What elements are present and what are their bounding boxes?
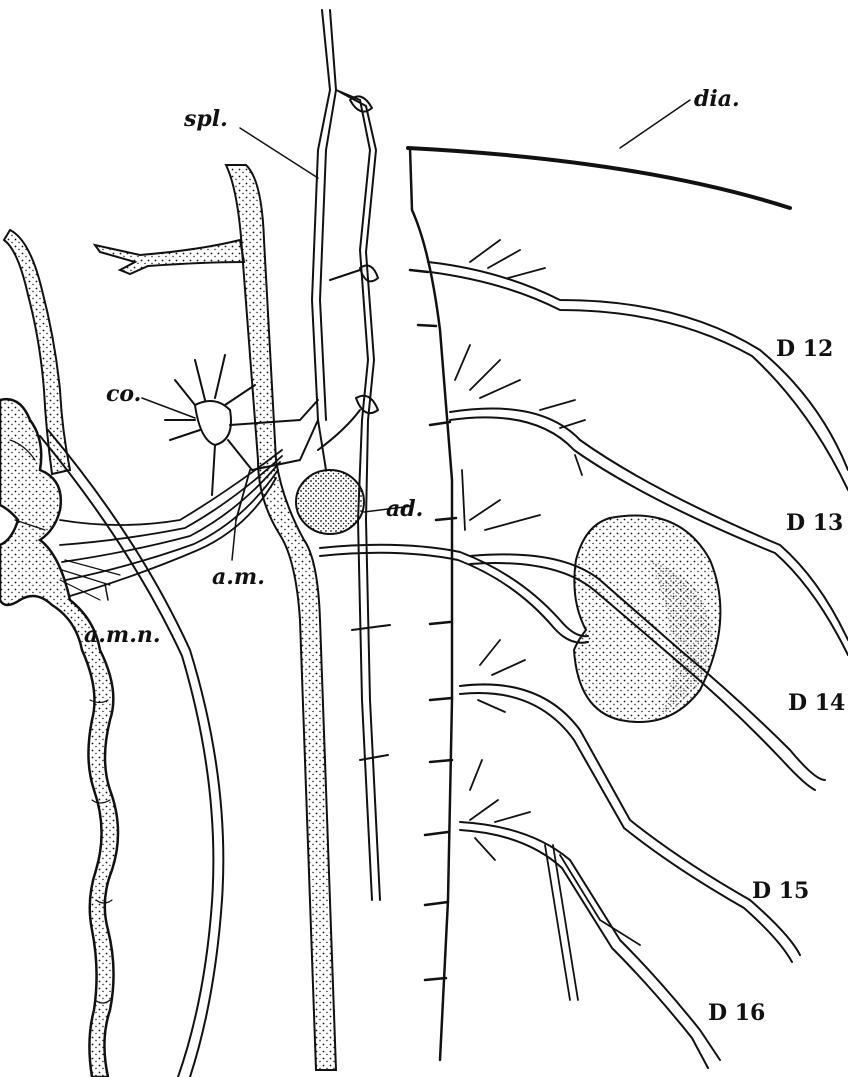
- label-d12: D 12: [776, 336, 833, 362]
- co-leader: [142, 398, 195, 418]
- adrenal-gland: [296, 470, 364, 534]
- label-co: co.: [106, 381, 141, 407]
- label-d14: D 14: [788, 690, 845, 716]
- am-leader: [232, 520, 236, 560]
- amn-leader: [105, 584, 108, 600]
- label-d16: D 16: [708, 1000, 765, 1026]
- body-wall: [410, 148, 452, 1060]
- spl-leader: [240, 128, 318, 178]
- long-nerve: [48, 430, 223, 1077]
- label-d15: D 15: [752, 878, 809, 904]
- coeliac-ganglion: [165, 355, 318, 495]
- label-dia: dia.: [694, 86, 740, 112]
- diaphragm-leader: [620, 100, 690, 148]
- trunk-left-branch: [95, 240, 244, 274]
- label-ad: ad.: [386, 496, 423, 522]
- diaphragm-line: [408, 148, 790, 208]
- long-nerve-inner: [40, 436, 213, 1077]
- label-am: a.m.: [212, 564, 265, 590]
- label-spl: spl.: [183, 106, 228, 132]
- intestine: [0, 399, 118, 1077]
- label-amn: a.m.n.: [84, 622, 161, 648]
- label-d13: D 13: [786, 510, 843, 536]
